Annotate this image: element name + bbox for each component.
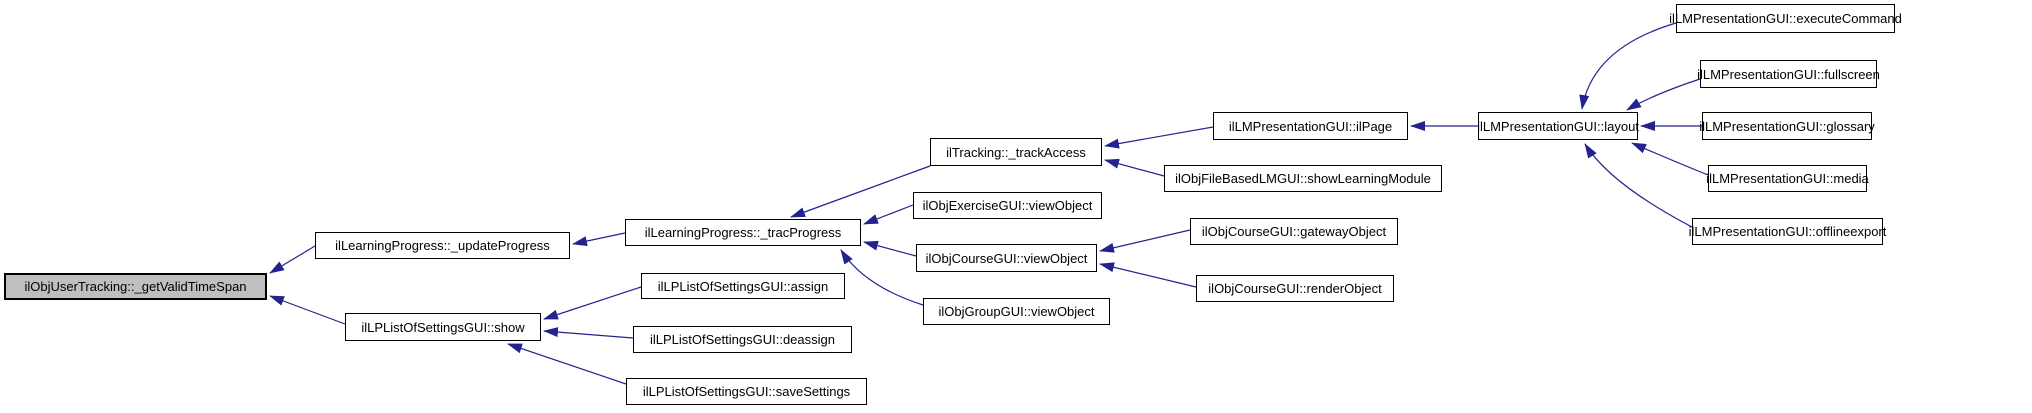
graph-node-exerciseViewObject[interactable]: ilObjExerciseGUI::viewObject xyxy=(913,192,1102,219)
graph-node-tracProgress[interactable]: ilLearningProgress::_tracProgress xyxy=(625,219,861,246)
graph-node-gatewayObject[interactable]: ilObjCourseGUI::gatewayObject xyxy=(1190,218,1398,245)
graph-node-offlineexport[interactable]: ilLMPresentationGUI::offlineexport xyxy=(1689,218,1886,245)
graph-node-label: ilLPListOfSettingsGUI::show xyxy=(361,319,525,335)
graph-node-updateProgress[interactable]: ilLearningProgress::_updateProgress xyxy=(315,232,570,259)
graph-node-label: ilObjUserTracking::_getValidTimeSpan xyxy=(24,279,247,294)
edge-updateProgress-to-getValidTimeSpan xyxy=(269,245,316,274)
graph-node-label: ilLMPresentationGUI::layout xyxy=(1477,118,1639,134)
edge-saveSettings-to-show xyxy=(507,343,627,385)
edge-gatewayObject-to-courseViewObject xyxy=(1099,229,1191,253)
graph-node-label: ilLMPresentationGUI::glossary xyxy=(1699,118,1875,134)
graph-node-label: ilLPListOfSettingsGUI::saveSettings xyxy=(642,384,851,399)
graph-node-label: ilObjCourseGUI::gatewayObject xyxy=(1201,224,1387,239)
graph-node-label: ilLPListOfSettingsGUI::assign xyxy=(657,278,829,294)
edge-groupViewObject-to-tracProgress xyxy=(840,249,924,306)
edge-tracProgress-to-updateProgress xyxy=(572,232,626,246)
graph-node-renderObject[interactable]: ilObjCourseGUI::renderObject xyxy=(1196,275,1394,302)
graph-node-label: ilObjFileBasedLMGUI::showLearningModule xyxy=(1175,171,1431,186)
graph-node-label: ilObjCourseGUI::viewObject xyxy=(925,250,1088,266)
graph-node-label: ilObjGroupGUI::viewObject xyxy=(938,304,1095,319)
graph-node-label: ilLMPresentationGUI::offlineexport xyxy=(1688,224,1887,239)
graph-node-saveSettings[interactable]: ilLPListOfSettingsGUI::saveSettings xyxy=(626,378,867,405)
graph-node-show[interactable]: ilLPListOfSettingsGUI::show xyxy=(345,313,541,341)
graph-node-executeCommand[interactable]: ilLMPresentationGUI::executeCommand xyxy=(1669,4,1902,33)
graph-node-layout[interactable]: ilLMPresentationGUI::layout xyxy=(1477,112,1639,140)
graph-node-groupViewObject[interactable]: ilObjGroupGUI::viewObject xyxy=(923,298,1110,325)
graph-node-label: ilLMPresentationGUI::fullscreen xyxy=(1697,66,1880,82)
graph-node-courseViewObject[interactable]: ilObjCourseGUI::viewObject xyxy=(916,244,1097,272)
edge-trackAccess-to-tracProgress xyxy=(790,165,931,218)
graph-node-deassign[interactable]: ilLPListOfSettingsGUI::deassign xyxy=(633,326,852,353)
graph-node-label: ilObjCourseGUI::renderObject xyxy=(1208,281,1382,296)
graph-node-label: ilLearningProgress::_tracProgress xyxy=(644,225,842,240)
edge-offlineexport-to-layout xyxy=(1584,143,1693,228)
edge-executeCommand-to-layout xyxy=(1579,22,1677,110)
graph-node-label: ilLMPresentationGUI::executeCommand xyxy=(1669,11,1902,26)
edge-assign-to-show xyxy=(543,286,642,320)
edge-renderObject-to-courseViewObject xyxy=(1099,262,1197,288)
edge-fullscreen-to-layout xyxy=(1626,78,1701,111)
graph-node-getValidTimeSpan: ilObjUserTracking::_getValidTimeSpan xyxy=(4,273,267,300)
graph-node-fullscreen[interactable]: ilLMPresentationGUI::fullscreen xyxy=(1697,60,1880,88)
graph-node-assign[interactable]: ilLPListOfSettingsGUI::assign xyxy=(641,273,845,299)
edge-showLearningModule-to-trackAccess xyxy=(1104,158,1165,177)
graph-node-label: ilTracking::_trackAccess xyxy=(946,144,1086,160)
edge-ilPage-to-trackAccess xyxy=(1104,126,1214,149)
graph-node-label: ilLearningProgress::_updateProgress xyxy=(335,238,550,253)
edge-deassign-to-show xyxy=(543,327,634,339)
edge-exerciseViewObject-to-tracProgress xyxy=(863,204,914,225)
edge-media-to-layout xyxy=(1631,142,1709,176)
graph-node-trackAccess[interactable]: ilTracking::_trackAccess xyxy=(930,138,1102,166)
graph-node-label: ilLMPresentationGUI::media xyxy=(1706,171,1869,186)
graph-node-label: ilLPListOfSettingsGUI::deassign xyxy=(650,332,835,347)
graph-node-ilPage[interactable]: ilLMPresentationGUI::ilPage xyxy=(1213,112,1408,140)
graph-node-label: ilLMPresentationGUI::ilPage xyxy=(1228,118,1393,134)
graph-node-label: ilObjExerciseGUI::viewObject xyxy=(922,198,1093,213)
graph-node-showLearningModule[interactable]: ilObjFileBasedLMGUI::showLearningModule xyxy=(1164,165,1442,192)
edge-courseViewObject-to-tracProgress xyxy=(863,240,917,257)
graph-node-glossary[interactable]: ilLMPresentationGUI::glossary xyxy=(1699,112,1875,140)
edge-show-to-getValidTimeSpan xyxy=(269,295,346,325)
graph-node-media[interactable]: ilLMPresentationGUI::media xyxy=(1706,165,1869,192)
